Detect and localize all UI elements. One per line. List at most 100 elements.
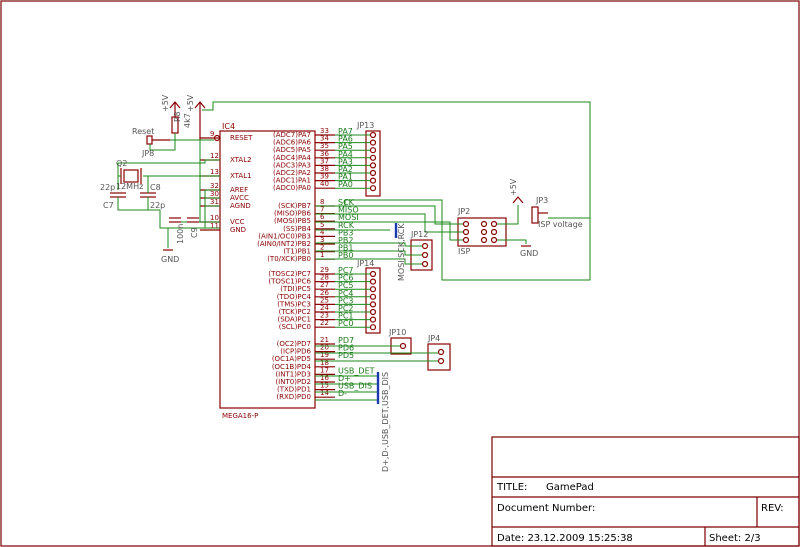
net-label: PC2 xyxy=(338,304,354,313)
crystal-network xyxy=(110,159,220,211)
ic-pin-number: 28 xyxy=(320,274,329,282)
ic-pin-number: 7 xyxy=(320,206,324,214)
ic-pin-name: (MISO)PB6 xyxy=(274,210,312,218)
jp3-label: JP3 xyxy=(535,196,548,205)
sheet-label: Sheet: 2/3 xyxy=(709,533,761,544)
jp2-isp-header xyxy=(315,196,591,281)
ic-pin-number: 10 xyxy=(210,214,219,222)
ic-pin-name: (ADC5)PA5 xyxy=(273,146,311,154)
ic-pin-number: 5 xyxy=(320,221,324,229)
jp4-label: JP4 xyxy=(427,334,440,343)
ic-pin-name: (INT1)PD3 xyxy=(275,370,311,378)
ic-pin-name: (T0/XCK)PB0 xyxy=(267,255,311,263)
r8-value: 4k7 xyxy=(183,113,192,128)
ic-pin-number: 21 xyxy=(320,336,329,344)
net-label: PA6 xyxy=(338,135,353,144)
header-pin xyxy=(369,131,377,139)
net-label: MOSI xyxy=(338,213,359,222)
ic-pin-name: (TMS)PC3 xyxy=(277,300,311,308)
ic-pin-number: 35 xyxy=(320,142,329,150)
net-label: PA2 xyxy=(338,165,353,174)
net-label: PC1 xyxy=(338,312,354,321)
title-block: TITLE: GamePad Document Number: REV: Dat… xyxy=(491,436,800,547)
ic-pin-number: 24 xyxy=(320,304,329,312)
r8-label: R8 xyxy=(173,111,182,122)
c9-label: C9 xyxy=(190,227,199,238)
supply-5v-a: +5V xyxy=(161,94,170,112)
net-label: PA0 xyxy=(338,180,353,189)
ic-pin-name: (TOSC2)PC7 xyxy=(268,270,311,278)
jp10-label: JP10 xyxy=(388,328,406,337)
ic-pin-number: 4 xyxy=(320,228,325,236)
ic-pin-name: (ADC0)PA0 xyxy=(273,184,311,192)
c8-label: C8 xyxy=(150,183,161,192)
supply-network xyxy=(159,140,220,251)
ic-pin-name: (INT0)PD2 xyxy=(275,378,311,386)
reset-network xyxy=(146,101,591,219)
ic-pin-name: (RXD)PD0 xyxy=(276,393,311,401)
ic-pin-number: 19 xyxy=(320,351,329,359)
ic-pin-name: (TOSC1)PC6 xyxy=(268,278,311,286)
ic-pin-name: (ADC7)PA7 xyxy=(273,131,311,139)
net-label: PB0 xyxy=(338,251,353,260)
net-label: PD7 xyxy=(338,336,354,345)
title-value: GamePad xyxy=(546,482,594,493)
isp-voltage-label: ISP voltage xyxy=(538,220,583,229)
jp14-header xyxy=(365,267,381,334)
ic-pin-number: 27 xyxy=(320,281,329,289)
header-pin xyxy=(369,154,377,161)
c8-value: 22p xyxy=(150,201,165,210)
ic-pin-number: 34 xyxy=(320,135,329,143)
ic-pin-name: AGND xyxy=(230,202,251,210)
jp13-header xyxy=(365,130,381,197)
date-label: Date: 23.12.2009 15:25:38 xyxy=(497,533,633,544)
ic-pin-number: 2 xyxy=(320,244,324,252)
c7-label: C7 xyxy=(103,201,114,210)
header-pin xyxy=(369,169,377,177)
ic-pin-number: 17 xyxy=(320,366,329,374)
gnd-label-b: GND xyxy=(520,249,538,258)
ic-pin-name: (TXD)PD1 xyxy=(277,386,311,394)
net-label: SCK xyxy=(338,198,355,207)
net-label: PC6 xyxy=(338,274,354,283)
net-label: PC5 xyxy=(338,281,354,290)
ic-pin-name: (OC1A)PD5 xyxy=(272,355,311,363)
jp12-header xyxy=(315,223,433,271)
net-label: PD5 xyxy=(338,351,354,360)
ic-pin-number: 6 xyxy=(320,213,325,221)
header-wires xyxy=(335,134,370,328)
c7-value: 22p xyxy=(100,183,115,192)
jp10-jp4-headers xyxy=(315,337,451,371)
net-label: PA7 xyxy=(338,127,353,136)
ic-pin-name: RESET xyxy=(230,134,253,142)
net-label: D- xyxy=(338,389,347,398)
ic-pin-name: (TDI)PC5 xyxy=(280,285,311,293)
jp3-jumper xyxy=(531,206,548,224)
ic-pin-number: 25 xyxy=(320,296,329,304)
ic-pin-name: (SCL)PC0 xyxy=(279,323,311,331)
header-pin xyxy=(369,270,377,278)
q2-label: Q2 xyxy=(116,159,127,168)
ic-pin-name: (MOSI)PB5 xyxy=(274,217,311,225)
jp13-label: JP13 xyxy=(356,121,374,130)
ic-pin-number: 11 xyxy=(210,222,219,230)
header-pin xyxy=(369,185,377,192)
net-label: PB1 xyxy=(338,244,353,253)
ic-pin-number: 39 xyxy=(320,173,329,181)
ic-pin-name: (TDO)PC4 xyxy=(277,293,312,301)
jp12-label: JP12 xyxy=(410,230,428,239)
ic-pin-name: (ICP)PD6 xyxy=(280,348,311,356)
ic-pin-number: 23 xyxy=(320,312,329,320)
ic-pin-number: 33 xyxy=(320,127,329,135)
net-label: PA5 xyxy=(338,142,353,151)
ic-pin-name: (ADC4)PA4 xyxy=(273,154,312,162)
header-pin xyxy=(369,147,377,154)
jp12-bus-label: MOSI,SCK,RCK xyxy=(397,223,406,281)
net-label: USB_DET xyxy=(338,366,375,375)
ic-pin-number: 26 xyxy=(320,289,329,297)
header-pin xyxy=(369,316,377,323)
